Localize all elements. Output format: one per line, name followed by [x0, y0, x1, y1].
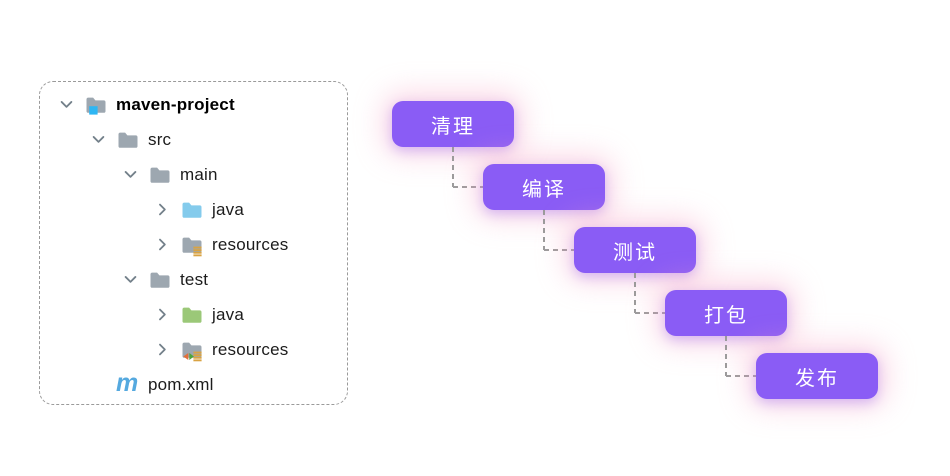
- tree-item-label: resources: [212, 234, 289, 254]
- chevron-right-icon[interactable]: [154, 339, 180, 361]
- connector-horizontal-4: [726, 375, 756, 377]
- chevron-right-icon[interactable]: [154, 234, 180, 256]
- chevron-down-icon[interactable]: [90, 129, 116, 151]
- pipeline-step-3[interactable]: 测试: [574, 227, 696, 273]
- test-resources-folder-icon: [180, 338, 206, 362]
- pipeline-step-2[interactable]: 编译: [483, 164, 605, 210]
- pipeline-step-4[interactable]: 打包: [665, 290, 787, 336]
- tree-row-resources[interactable]: resources: [154, 332, 347, 367]
- sources-folder-icon: [180, 198, 206, 222]
- connector-vertical-4: [725, 336, 727, 376]
- project-folder-icon: [84, 93, 110, 117]
- tree-row-java[interactable]: java: [154, 297, 347, 332]
- pipeline-step-label: 打包: [704, 304, 748, 327]
- connector-vertical-3: [634, 273, 636, 313]
- tree-item-label: maven-project: [116, 94, 235, 114]
- connector-horizontal-2: [544, 249, 574, 251]
- tree-item-label: resources: [212, 339, 289, 359]
- tree-item-label: java: [212, 199, 244, 219]
- pipeline-step-5[interactable]: 发布: [756, 353, 878, 399]
- connector-horizontal-1: [453, 186, 483, 188]
- project-tree: maven-project src main java resources te…: [58, 87, 347, 402]
- tree-item-label: pom.xml: [148, 374, 214, 394]
- folder-icon: [148, 163, 174, 187]
- tree-item-label: src: [148, 129, 172, 149]
- chevron-down-icon[interactable]: [122, 164, 148, 186]
- project-tree-panel: maven-project src main java resources te…: [39, 81, 348, 405]
- chevron-right-icon[interactable]: [154, 304, 180, 326]
- maven-logo-icon: m: [116, 368, 139, 397]
- tree-row-main[interactable]: main: [122, 157, 347, 192]
- connector-vertical-2: [543, 210, 545, 250]
- tree-item-label: java: [212, 304, 244, 324]
- connector-horizontal-3: [635, 312, 665, 314]
- tree-row-resources[interactable]: resources: [154, 227, 347, 262]
- tree-row-test[interactable]: test: [122, 262, 347, 297]
- test-sources-folder-icon: [180, 303, 206, 327]
- tree-item-label: test: [180, 269, 209, 289]
- folder-icon: [116, 128, 142, 152]
- pipeline-step-label: 测试: [613, 241, 657, 264]
- resources-folder-icon: [180, 233, 206, 257]
- pipeline-step-label: 清理: [431, 115, 475, 138]
- tree-item-label: main: [180, 164, 218, 184]
- tree-row-src[interactable]: src: [90, 122, 347, 157]
- pipeline-step-1[interactable]: 清理: [392, 101, 514, 147]
- pipeline-step-label: 发布: [795, 367, 839, 390]
- chevron-right-icon[interactable]: [154, 199, 180, 221]
- pipeline-step-label: 编译: [522, 178, 566, 201]
- tree-row-pom.xml[interactable]: m pom.xml: [90, 367, 347, 402]
- folder-icon: [148, 268, 174, 292]
- chevron-down-icon[interactable]: [122, 269, 148, 291]
- chevron-down-icon[interactable]: [58, 94, 84, 116]
- tree-row-maven-project[interactable]: maven-project: [58, 87, 347, 122]
- tree-row-java[interactable]: java: [154, 192, 347, 227]
- connector-vertical-1: [452, 147, 454, 187]
